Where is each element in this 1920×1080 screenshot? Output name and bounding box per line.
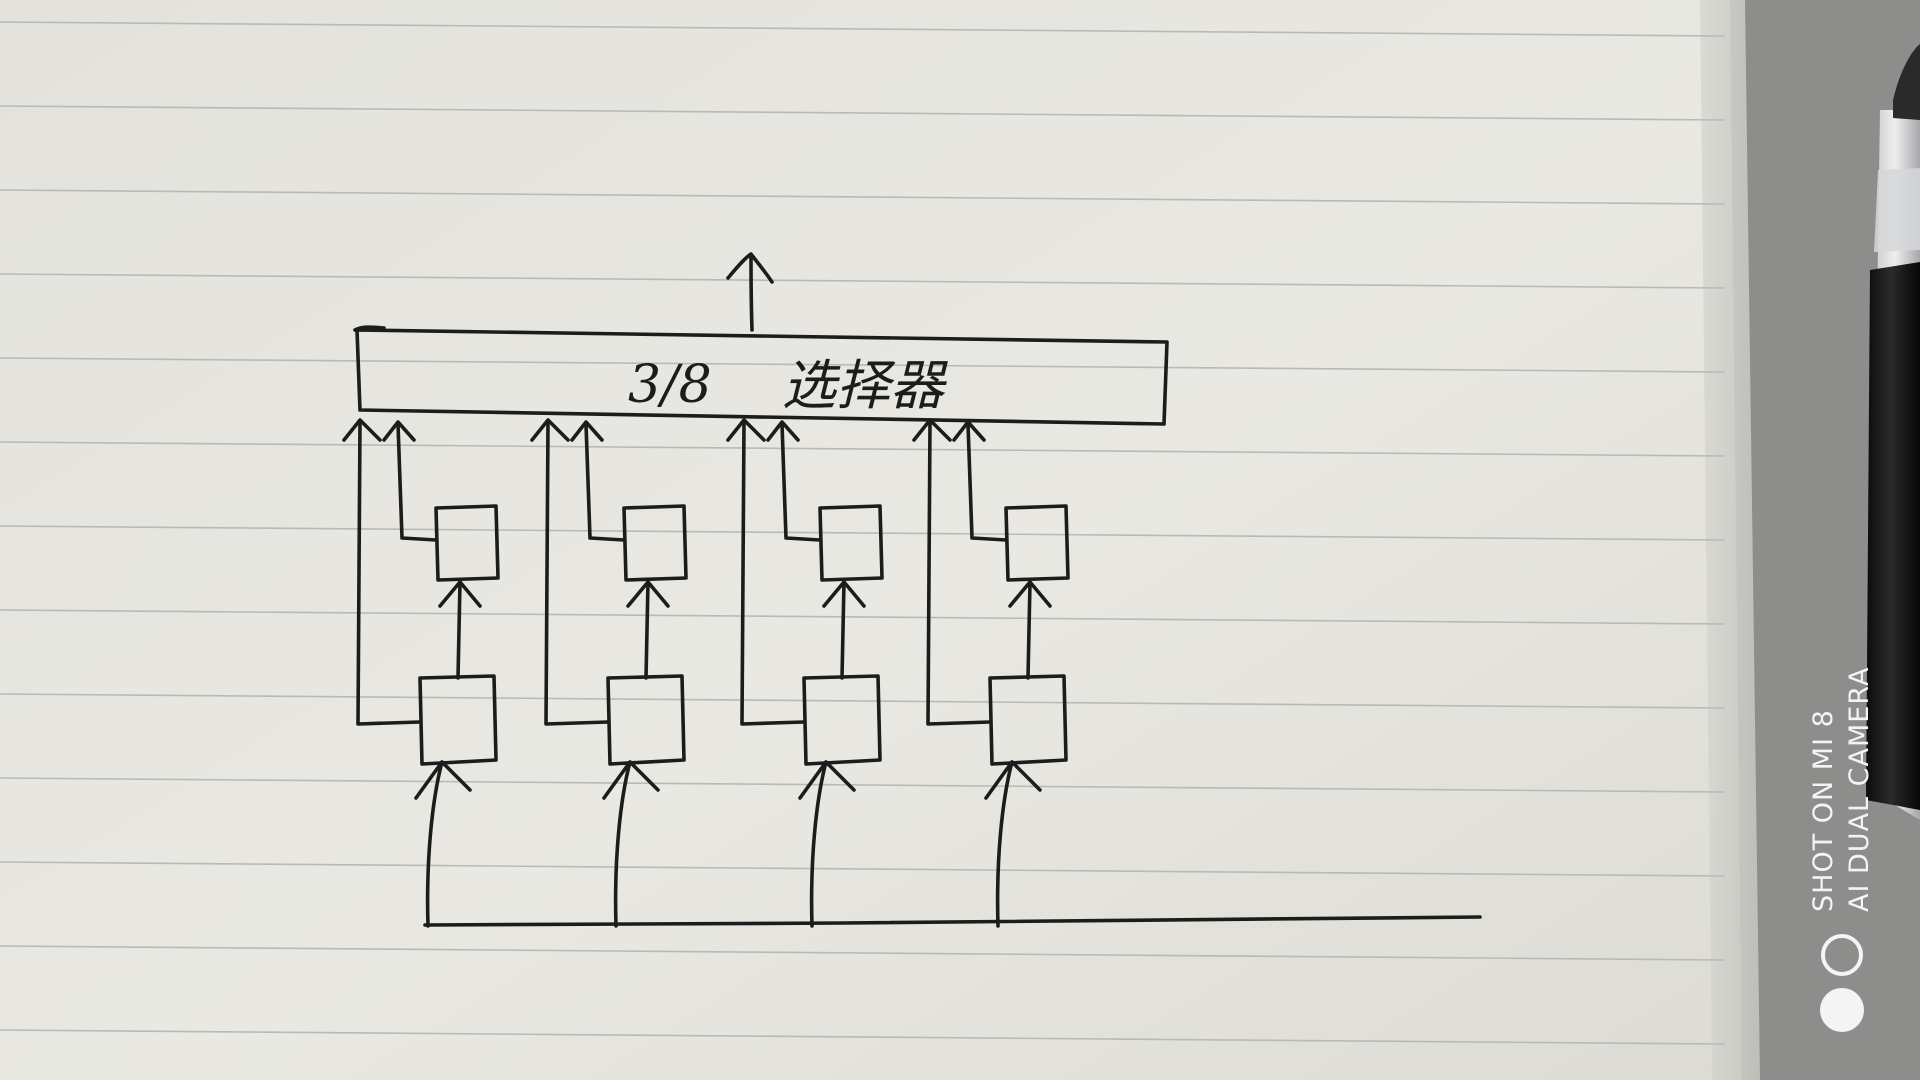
bus-input-arrowhead: [602, 760, 660, 800]
lower-output-wire: [544, 420, 610, 726]
upper-register-box: [434, 504, 500, 582]
stack-link-arrowhead: [822, 580, 866, 608]
stack-link-arrowhead: [626, 580, 670, 608]
watermark-line-2: AI DUAL CAMERA: [1844, 667, 1875, 912]
bus-input-line: [995, 760, 1014, 928]
watermark-ring-icon: [1821, 934, 1863, 976]
register-stack: [530, 418, 688, 928]
upper-output-arrowhead: [952, 420, 986, 442]
upper-output-arrowhead: [766, 420, 800, 442]
input-bus-line: [423, 915, 1482, 927]
lower-output-arrowhead: [530, 418, 570, 442]
lower-output-arrowhead: [342, 418, 382, 442]
lower-register-box: [418, 674, 498, 766]
upper-output-arrowhead: [382, 420, 416, 442]
register-stack: [342, 418, 500, 928]
upper-register-box: [622, 504, 688, 582]
notebook-page: [0, 0, 1760, 1080]
lower-output-wire: [926, 420, 992, 726]
lower-output-wire: [356, 420, 422, 726]
bus-input-arrowhead: [414, 760, 472, 800]
lower-register-box: [988, 674, 1068, 766]
stack-link-line: [1026, 580, 1032, 680]
pen: [1866, 44, 1920, 820]
lower-output-arrowhead: [912, 418, 952, 442]
upper-output-wire: [396, 422, 438, 542]
upper-register-box: [1004, 504, 1070, 582]
bus-input-line: [613, 760, 632, 928]
register-stack: [726, 418, 884, 928]
upper-output-wire: [780, 422, 822, 542]
stack-link-line: [840, 580, 846, 680]
lower-output-arrowhead: [726, 418, 766, 442]
bus-input-line: [809, 760, 828, 928]
stack-link-arrowhead: [438, 580, 482, 608]
watermark-line-1: SHOT ON MI 8: [1808, 709, 1839, 912]
hand-drawn-diagram: 3/8 选择器: [342, 252, 1482, 928]
stack-link-line: [644, 580, 650, 680]
bus-input-arrowhead: [798, 760, 856, 800]
lower-output-wire: [740, 420, 806, 726]
lower-register-box: [606, 674, 686, 766]
bus-input-arrowhead: [984, 760, 1042, 800]
bus-input-line: [425, 760, 444, 928]
upper-register-box: [818, 504, 884, 582]
upper-output-arrowhead: [570, 420, 604, 442]
register-stack: [912, 418, 1070, 928]
lower-register-box: [802, 674, 882, 766]
watermark-dot-icon: [1820, 988, 1864, 1032]
stack-link-line: [456, 580, 462, 680]
selector-box: [353, 325, 1169, 426]
selector-label-number: 3/8: [628, 355, 712, 415]
upper-output-wire: [584, 422, 626, 542]
upper-output-wire: [966, 422, 1008, 542]
camera-watermark: SHOT ON MI 8 AI DUAL CAMERA: [1808, 667, 1875, 1032]
selector-output-arrow: [726, 252, 774, 332]
stack-link-arrowhead: [1008, 580, 1052, 608]
selector-label-text: 选择器: [782, 354, 948, 417]
